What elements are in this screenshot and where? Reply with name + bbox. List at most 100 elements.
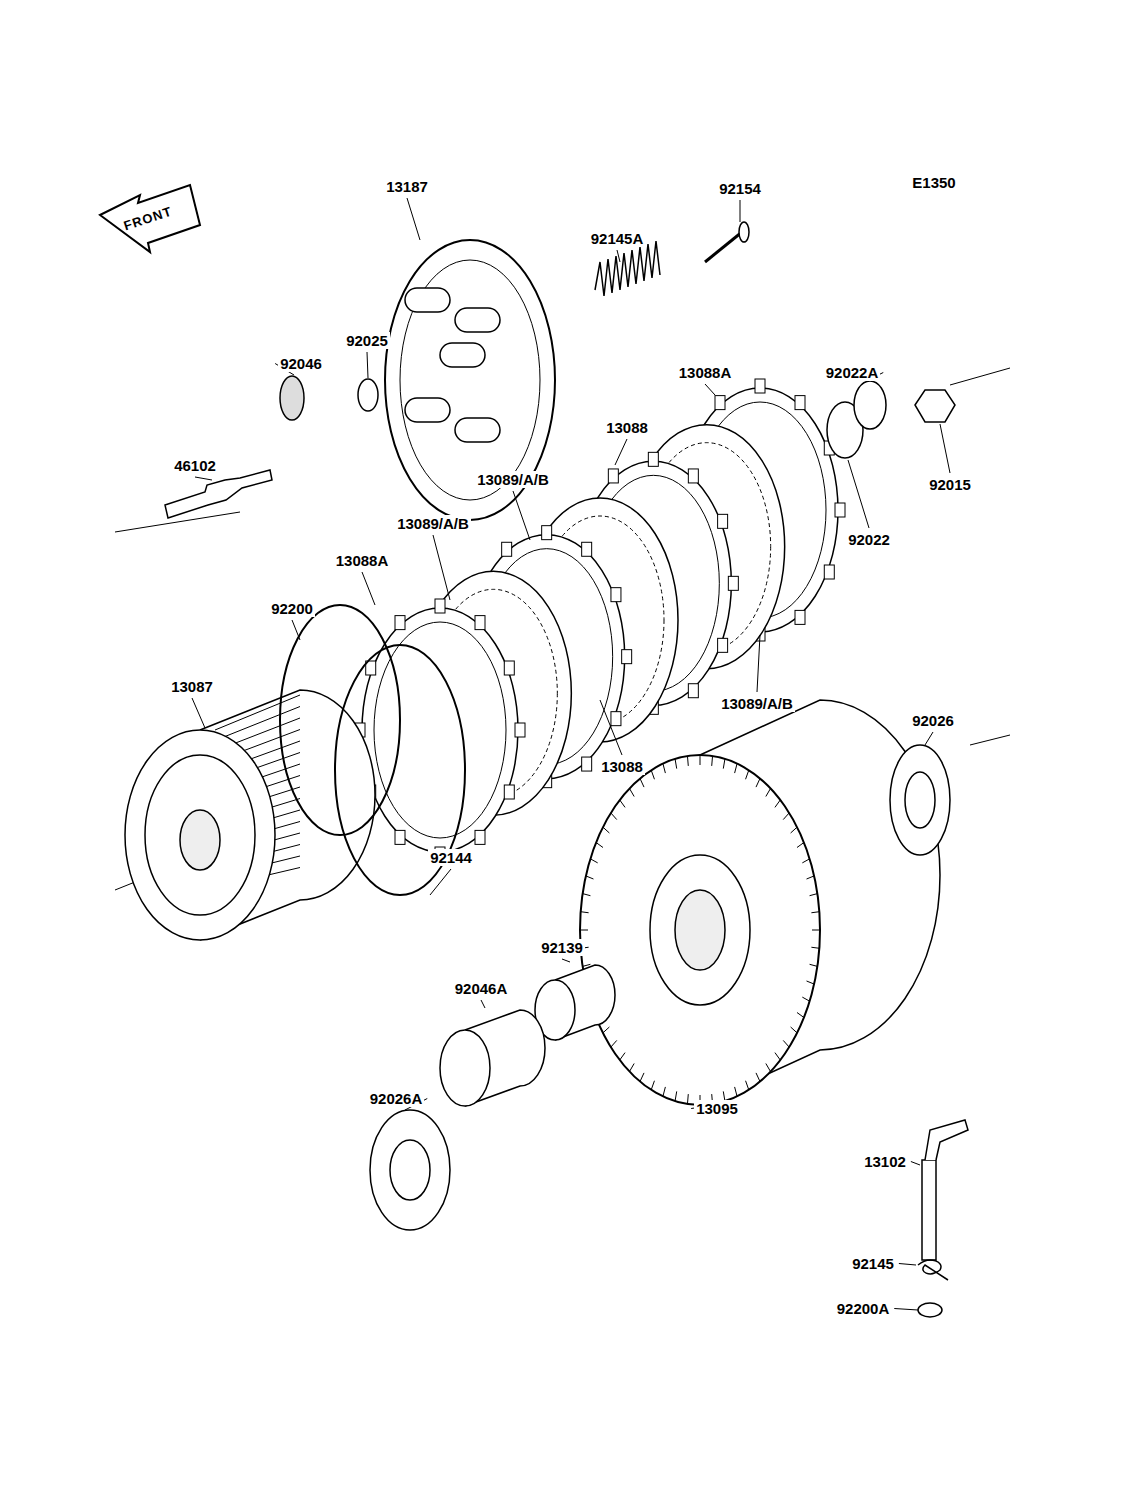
leader-line bbox=[513, 491, 530, 540]
release-shaft bbox=[922, 1160, 936, 1260]
gear-tooth bbox=[663, 1087, 665, 1097]
gear-tooth bbox=[596, 843, 603, 848]
callout-number: 13095 bbox=[694, 1100, 740, 1117]
clutch-hub bbox=[125, 730, 275, 940]
part-outline bbox=[688, 469, 698, 483]
callout-number: 92022A bbox=[824, 364, 881, 381]
callout-number: 92022 bbox=[846, 531, 892, 548]
gear-tooth bbox=[700, 755, 701, 765]
spring-boss bbox=[455, 308, 500, 332]
leader-line bbox=[562, 959, 570, 962]
leader-line bbox=[362, 572, 375, 605]
leader-line bbox=[757, 635, 760, 692]
leader-line bbox=[367, 352, 368, 378]
callout-number: 13187 bbox=[384, 178, 430, 195]
part-outline bbox=[435, 599, 445, 613]
gear-tooth bbox=[711, 756, 713, 766]
front-arrow bbox=[100, 185, 200, 252]
gear-tooth bbox=[735, 1087, 737, 1097]
release-lever bbox=[925, 1120, 968, 1160]
leader-line bbox=[600, 700, 622, 755]
gear-tooth bbox=[611, 813, 617, 820]
callout-number: 13088A bbox=[334, 552, 391, 569]
part-outline bbox=[582, 542, 592, 556]
gear-tooth bbox=[810, 964, 818, 966]
clutch-housing bbox=[650, 855, 750, 1005]
callout-number: 92145 bbox=[850, 1255, 896, 1272]
callout-number: 13087 bbox=[169, 678, 215, 695]
leader-line bbox=[940, 424, 950, 473]
leader-line bbox=[481, 1000, 485, 1008]
gear-tooth bbox=[766, 788, 771, 796]
clutch-housing bbox=[675, 890, 725, 970]
gear-tooth bbox=[756, 778, 760, 787]
callout-number: 13102 bbox=[862, 1153, 908, 1170]
part-outline bbox=[475, 616, 485, 630]
leader-line bbox=[911, 1162, 920, 1166]
part-outline bbox=[688, 684, 698, 698]
thrust-washer bbox=[370, 1110, 450, 1230]
part-outline bbox=[795, 610, 805, 624]
gear-tooth bbox=[746, 770, 749, 779]
callout-number: 46102 bbox=[172, 457, 218, 474]
part-outline bbox=[608, 469, 618, 483]
gear-tooth bbox=[586, 876, 594, 879]
gear-tooth bbox=[802, 997, 809, 1001]
washer bbox=[854, 381, 886, 429]
gear-tooth bbox=[581, 912, 589, 913]
gear-tooth bbox=[640, 1073, 644, 1082]
pressure-plate bbox=[385, 240, 555, 520]
gear-tooth bbox=[603, 827, 609, 833]
part-outline bbox=[611, 588, 621, 602]
part-outline bbox=[502, 542, 512, 556]
part-outline bbox=[715, 396, 725, 410]
callout-number: 13088A bbox=[677, 364, 734, 381]
gear-tooth bbox=[766, 1063, 771, 1071]
clutch-hub bbox=[145, 755, 255, 915]
gear-tooth bbox=[580, 930, 588, 931]
pushrod bbox=[165, 470, 272, 518]
gear-tooth bbox=[640, 778, 644, 787]
part-outline bbox=[824, 565, 834, 579]
washer bbox=[918, 1303, 942, 1317]
leader-line bbox=[430, 869, 451, 895]
callout-number: 92145A bbox=[589, 230, 646, 247]
callout-number: 92026A bbox=[368, 1090, 425, 1107]
part-outline bbox=[611, 712, 621, 726]
hub-spline bbox=[215, 695, 300, 730]
nut bbox=[915, 390, 955, 422]
leader-line bbox=[192, 698, 205, 728]
part-outline bbox=[475, 830, 485, 844]
needle-bearing bbox=[280, 376, 304, 420]
callout-number: 92200 bbox=[269, 600, 315, 617]
callout-number: 92025 bbox=[344, 332, 390, 349]
gear-tooth bbox=[583, 894, 591, 896]
gear-tooth bbox=[746, 1081, 749, 1090]
part-outline bbox=[835, 503, 845, 517]
part-outline bbox=[648, 452, 658, 466]
hub-splines bbox=[180, 810, 220, 870]
spring-boss bbox=[405, 398, 450, 422]
part-outline bbox=[582, 757, 592, 771]
gear-tooth bbox=[775, 1053, 780, 1060]
callout-number: 13088 bbox=[604, 419, 650, 436]
callout-number: 13089/A/B bbox=[719, 695, 795, 712]
callout-number: 13088 bbox=[599, 758, 645, 775]
leader-line bbox=[894, 1309, 918, 1311]
callout-number: 92015 bbox=[927, 476, 973, 493]
leader-line bbox=[292, 620, 300, 640]
part-outline bbox=[718, 638, 728, 652]
gear-tooth bbox=[797, 843, 804, 848]
gear-tooth bbox=[611, 1040, 617, 1047]
leader-line bbox=[617, 250, 620, 262]
gear-tooth bbox=[812, 930, 820, 931]
callout-number: 92154 bbox=[717, 180, 763, 197]
gear-tooth bbox=[775, 800, 780, 807]
gear-tooth bbox=[810, 894, 818, 896]
gear-tooth bbox=[629, 788, 634, 796]
leader-line bbox=[615, 439, 627, 465]
callout-number: 92144 bbox=[428, 849, 474, 866]
clutch-bolt bbox=[705, 232, 742, 262]
gear-tooth bbox=[811, 912, 819, 913]
needle-bearing bbox=[440, 1030, 490, 1106]
